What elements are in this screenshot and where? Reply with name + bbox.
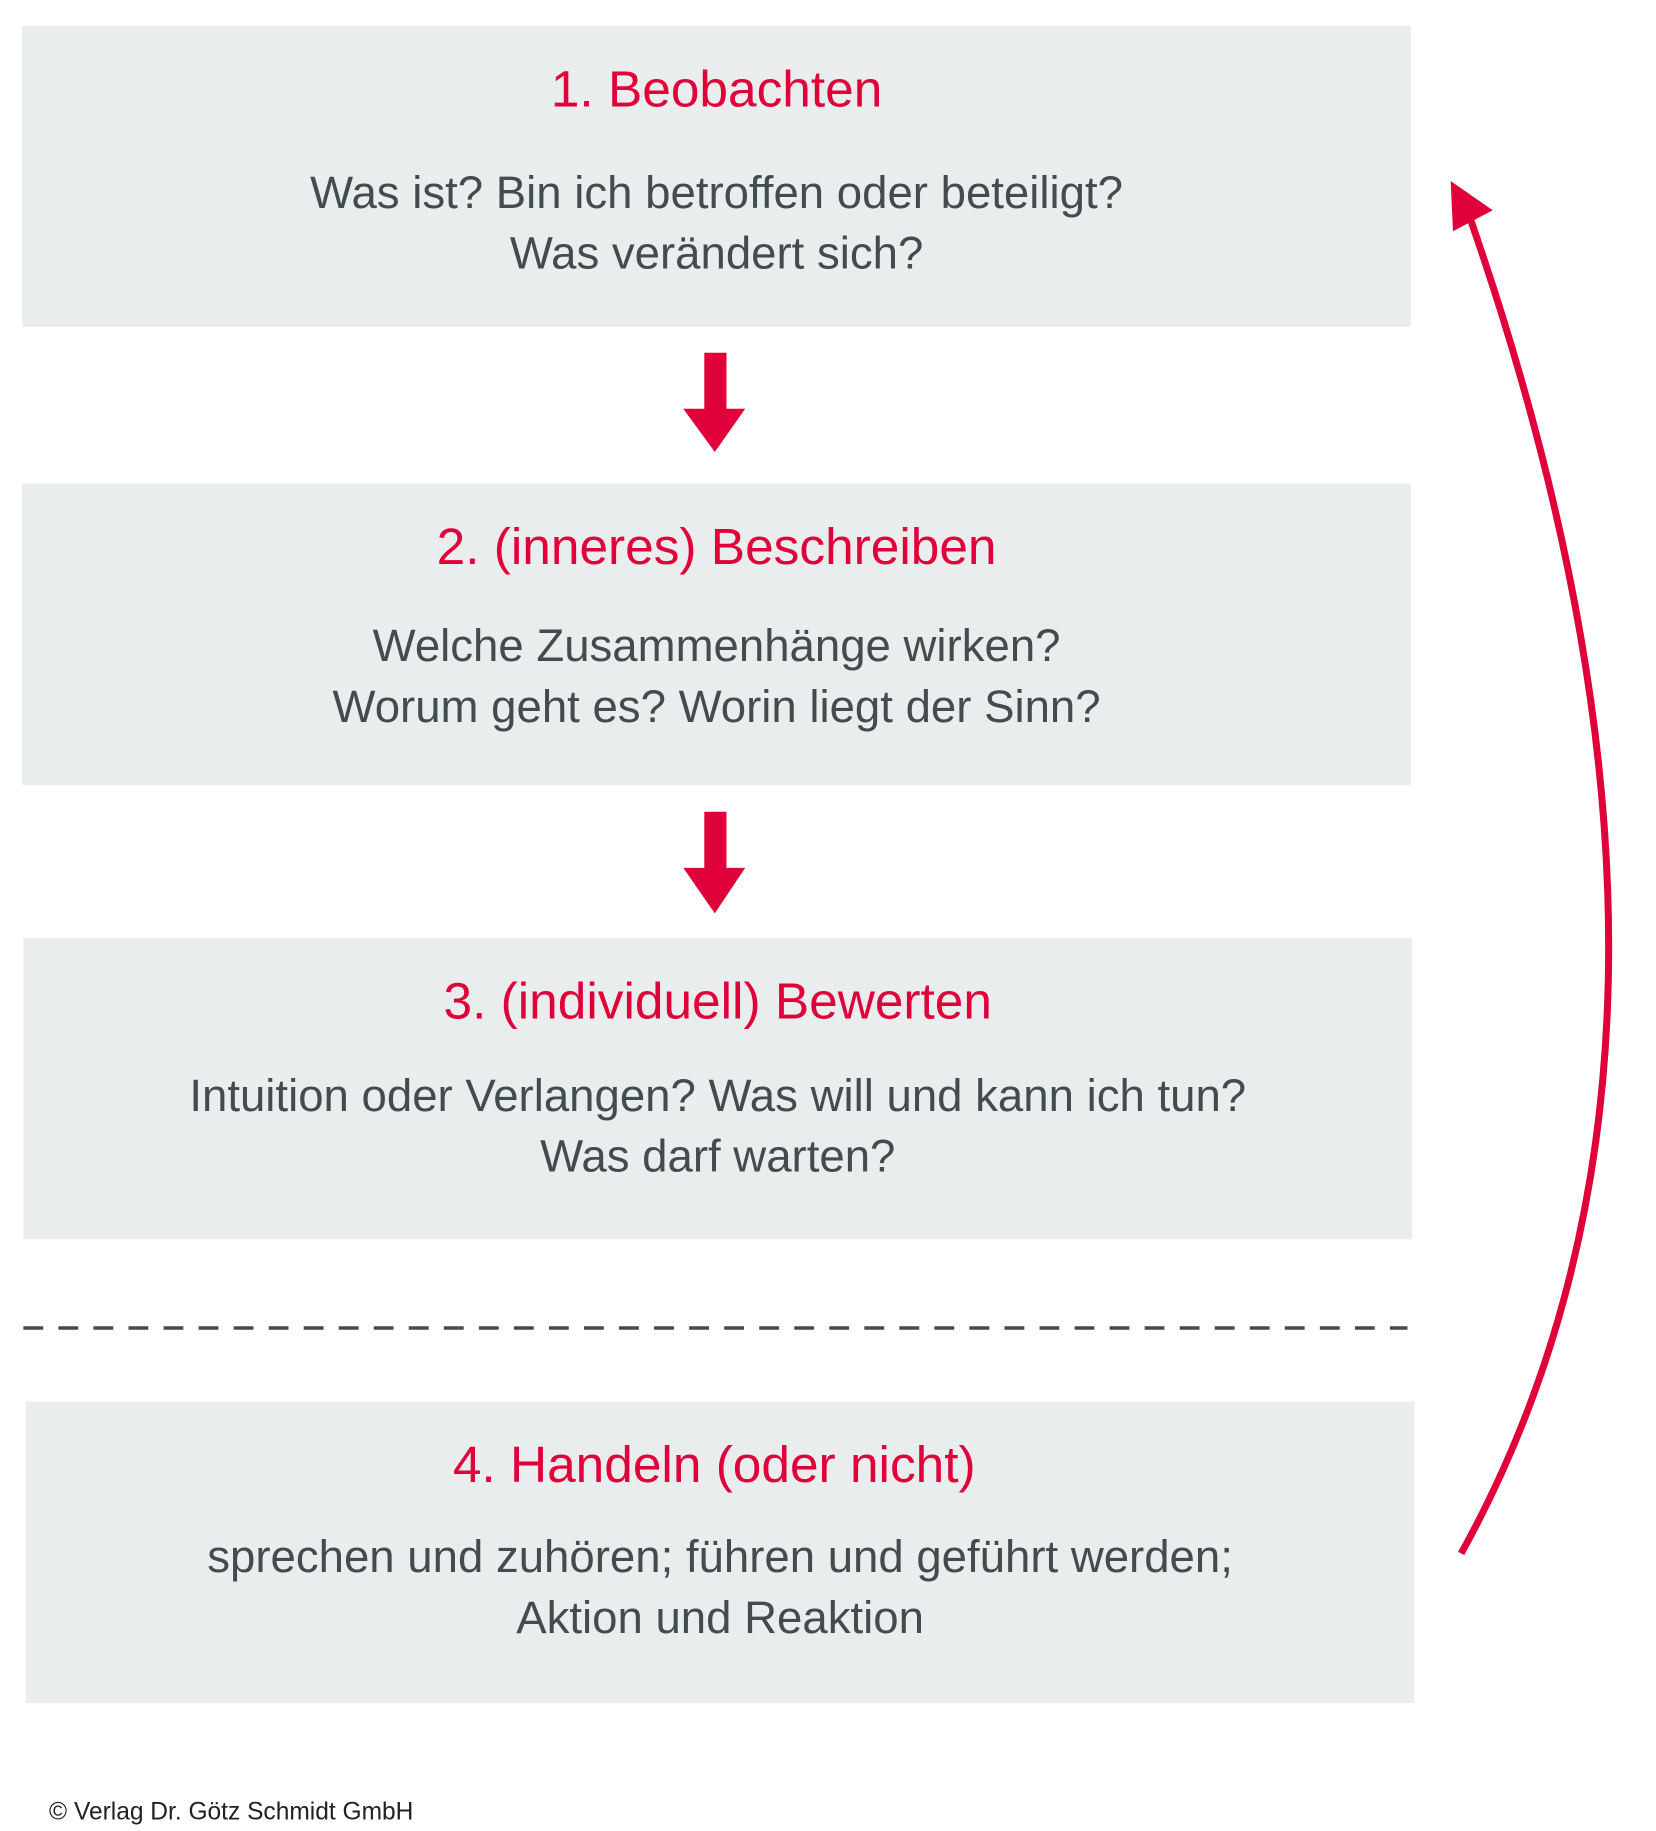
step-2-title: 2. (inneres) Beschreiben	[436, 518, 997, 576]
step-1-title: 1. Beobachten	[550, 60, 883, 118]
arrow-down-1-icon	[683, 352, 746, 453]
step-3-line-1: Intuition oder Verlangen? Was will und k…	[189, 1071, 1247, 1122]
step-1-line-1: Was ist? Bin ich betroffen oder beteilig…	[310, 168, 1123, 219]
step-2-line-1: Welche Zusammenhänge wirken?	[372, 621, 1061, 672]
step-1-box: 1. Beobachten Was ist? Bin ich betroffen…	[22, 25, 1411, 328]
step-4-title: 4. Handeln (oder nicht)	[452, 1436, 976, 1494]
loop-back-arrow	[1458, 214, 1613, 1556]
step-4-text: sprechen und zuhören; führen und geführt…	[26, 1528, 1415, 1649]
copyright-notice: © Verlag Dr. Götz Schmidt GmbH	[49, 1798, 414, 1826]
step-2-box: 2. (inneres) Beschreiben Welche Zusammen…	[22, 483, 1411, 785]
step-1-line-2: Was verändert sich?	[509, 228, 924, 280]
arrow-down-2-icon	[683, 811, 746, 914]
step-3-line-2: Was darf warten?	[540, 1131, 896, 1183]
step-2-line-2: Worum geht es? Worin liegt der Sinn?	[332, 682, 1101, 733]
loop-arrowhead-icon	[1450, 181, 1493, 232]
step-3-text: Intuition oder Verlangen? Was will und k…	[23, 1066, 1412, 1187]
step-2-text: Welche Zusammenhänge wirken? Worum geht …	[22, 617, 1411, 738]
step-4-line-2: Aktion und Reaktion	[516, 1593, 924, 1644]
step-4-box: 4. Handeln (oder nicht) sprechen und zuh…	[25, 1401, 1415, 1703]
step-3-box: 3. (individuell) Bewerten Intuition oder…	[23, 937, 1413, 1240]
step-1-text: Was ist? Bin ich betroffen oder beteilig…	[22, 164, 1411, 285]
step-4-line-1: sprechen und zuhören; führen und geführt…	[207, 1532, 1233, 1583]
step-3-title: 3. (individuell) Bewerten	[443, 972, 992, 1031]
